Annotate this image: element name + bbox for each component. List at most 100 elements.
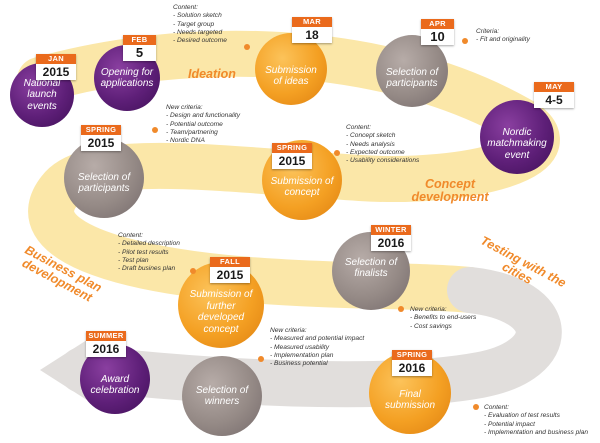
note-final: Content: Evaluation of test results Pote…	[484, 404, 588, 437]
calendar-nordic: MAY 4-5	[534, 82, 574, 108]
calendar-ideas: MAR 18	[292, 17, 332, 43]
stage-selection-2-label: Selection of participants	[77, 171, 131, 195]
calendar-award-month: SUMMER	[86, 331, 126, 341]
note-concept-dot	[334, 150, 340, 156]
stage-selection-1: Selection of participants	[376, 35, 448, 107]
note-item: Business potential	[270, 360, 364, 368]
note-selection-1-head: Criteria:	[476, 28, 500, 35]
note-final-head: Content:	[484, 404, 509, 411]
calendar-selection-1-month: APR	[421, 19, 454, 29]
stage-selection-1-label: Selection of participants	[385, 66, 439, 90]
calendar-launch-month: JAN	[36, 54, 76, 64]
note-item: Concept sketch	[346, 132, 419, 140]
note-item: Expected outcome	[346, 149, 419, 157]
note-item: Measured usability	[270, 344, 364, 352]
note-concept-list: Concept sketch Needs analysis Expected o…	[346, 132, 419, 165]
stage-concept-label: Submission of concept	[270, 175, 334, 199]
note-ideas: Content: Solution sketch Target group Ne…	[173, 4, 227, 45]
calendar-opening-day: 5	[123, 45, 156, 61]
note-item: Design and functionality	[166, 112, 240, 120]
calendar-final-day: 2016	[392, 360, 432, 376]
note-item: Cost savings	[410, 323, 476, 331]
note-item: Solution sketch	[173, 12, 227, 20]
note-finalists: New criteria: Benefits to end-users Cost…	[410, 306, 476, 331]
calendar-further-month: FALL	[210, 257, 250, 267]
stage-award-label: Award celebration	[90, 373, 140, 397]
calendar-launch: JAN 2015	[36, 54, 76, 80]
note-item: Desired outcome	[173, 37, 227, 45]
stage-ideas: Submission of ideas	[255, 33, 327, 105]
note-item: Pilot test results	[118, 249, 180, 257]
note-selection-1-list: Fit and originality	[476, 36, 530, 44]
note-further-list: Detailed description Pilot test results …	[118, 240, 180, 273]
note-finalists-head: New criteria:	[410, 306, 447, 313]
note-item: Evaluation of test results	[484, 412, 588, 420]
note-item: Nordic DNA	[166, 137, 240, 145]
calendar-selection-2: SPRING 2015	[81, 125, 121, 151]
stage-nordic: Nordic matchmaking event	[480, 100, 554, 174]
stage-selection-2: Selection of participants	[64, 138, 144, 218]
stage-ideas-label: Submission of ideas	[265, 64, 317, 88]
stage-further-label: Submission of further developed concept	[189, 289, 253, 335]
calendar-finalists-month: WINTER	[371, 225, 411, 235]
calendar-selection-2-month: SPRING	[81, 125, 121, 135]
calendar-concept: SPRING 2015	[272, 143, 312, 169]
note-item: Target group	[173, 21, 227, 29]
calendar-final-month: SPRING	[392, 350, 432, 360]
note-final-dot	[473, 404, 479, 410]
note-item: Draft busines plan	[118, 265, 180, 273]
calendar-finalists-day: 2016	[371, 235, 411, 251]
note-selection-1: Criteria: Fit and originality	[476, 28, 530, 45]
note-winners-head: New criteria:	[270, 327, 307, 334]
note-item: Potential outcome	[166, 121, 240, 129]
note-finalists-list: Benefits to end-users Cost savings	[410, 314, 476, 331]
calendar-launch-day: 2015	[36, 64, 76, 80]
calendar-award-day: 2016	[86, 341, 126, 357]
note-winners: New criteria: Measured and potential imp…	[270, 327, 364, 368]
calendar-concept-month: SPRING	[272, 143, 312, 153]
stage-finalists-label: Selection of finalists	[344, 256, 398, 280]
stage-final-label: Final submission	[384, 388, 436, 412]
note-item: Needs targeted	[173, 29, 227, 37]
note-further-dot	[190, 268, 196, 274]
note-item: Usability considerations	[346, 157, 419, 165]
note-further-head: Content:	[118, 232, 143, 239]
road-arrow-head	[40, 338, 90, 402]
note-finalists-dot	[398, 306, 404, 312]
note-item: Detailed description	[118, 240, 180, 248]
calendar-ideas-day: 18	[292, 27, 332, 43]
note-item: Measured and potential impact	[270, 335, 364, 343]
calendar-ideas-month: MAR	[292, 17, 332, 27]
phase-concept: Concept development	[411, 177, 489, 204]
stage-winners: Selection of winners	[182, 356, 262, 436]
calendar-award: SUMMER 2016	[86, 331, 126, 357]
calendar-nordic-month: MAY	[534, 82, 574, 92]
note-further: Content: Detailed description Pilot test…	[118, 232, 180, 273]
note-item: Potential impact	[484, 421, 588, 429]
stage-winners-label: Selection of winners	[195, 384, 249, 408]
note-selection-2: New criteria: Design and functionality P…	[166, 104, 240, 145]
note-ideas-dot	[244, 44, 250, 50]
phase-ideation: Ideation	[188, 67, 236, 81]
note-ideas-head: Content:	[173, 4, 198, 11]
calendar-finalists: WINTER 2016	[371, 225, 411, 251]
calendar-opening-month: FEB	[123, 35, 156, 45]
note-final-list: Evaluation of test results Potential imp…	[484, 412, 588, 437]
note-item: Implementation and business plan	[484, 429, 588, 437]
calendar-selection-2-day: 2015	[81, 135, 121, 151]
note-concept-head: Content:	[346, 124, 371, 131]
note-selection-2-list: Design and functionality Potential outco…	[166, 112, 240, 145]
note-winners-list: Measured and potential impact Measured u…	[270, 335, 364, 368]
calendar-selection-1: APR 10	[421, 19, 454, 45]
note-selection-2-dot	[152, 127, 158, 133]
stage-nordic-label: Nordic matchmaking event	[487, 126, 547, 161]
note-item: Benefits to end-users	[410, 314, 476, 322]
calendar-concept-day: 2015	[272, 153, 312, 169]
calendar-selection-1-day: 10	[421, 29, 454, 45]
note-item: Team/partnering	[166, 129, 240, 137]
note-concept: Content: Concept sketch Needs analysis E…	[346, 124, 419, 165]
calendar-further-day: 2015	[210, 267, 250, 283]
calendar-further: FALL 2015	[210, 257, 250, 283]
note-winners-dot	[258, 356, 264, 362]
